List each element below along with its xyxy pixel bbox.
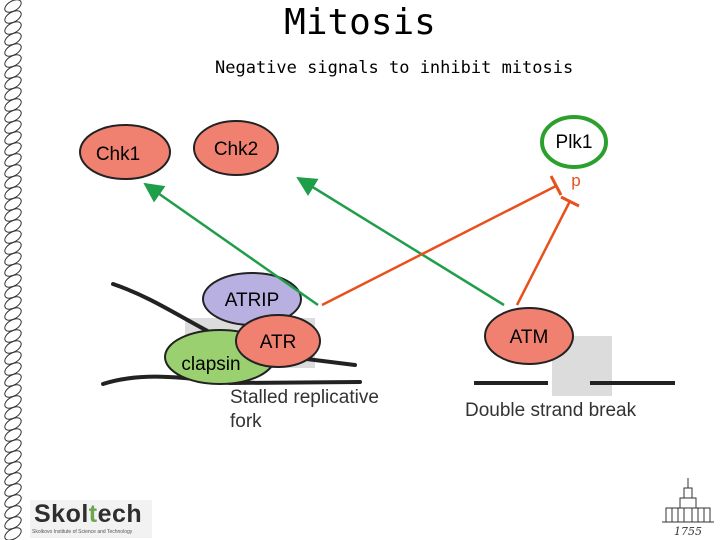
border-loop [4, 274, 22, 288]
logo-tagline: Skolkovo Institute of Science and Techno… [32, 529, 133, 535]
border-loop [4, 32, 22, 46]
border-loop [4, 208, 22, 222]
border-loop [4, 373, 22, 387]
border-loop [4, 10, 22, 24]
border-loop [4, 428, 22, 442]
border-loop [4, 186, 22, 200]
border-loop [4, 417, 22, 431]
logo-accent: t [88, 500, 98, 528]
border-loop [4, 406, 22, 420]
border-loop [4, 329, 22, 343]
atrip-node: ATRIP [202, 272, 302, 326]
border-loop [4, 483, 22, 497]
border-loop [4, 241, 22, 255]
border-loop [4, 527, 22, 540]
border-loop [4, 516, 22, 530]
atrip-label: ATRIP [225, 290, 280, 311]
border-loop [4, 439, 22, 453]
plk1-label: Plk1 [556, 132, 593, 153]
border-loop [4, 43, 22, 57]
logo-wordmark: Skoltech [34, 500, 142, 529]
emblem-year: 1755 [674, 525, 702, 538]
border-loop [4, 153, 22, 167]
atm-label: ATM [510, 327, 549, 348]
border-loop [4, 76, 22, 90]
logo-prefix: Skol [34, 500, 89, 528]
university-emblem: 1755 [662, 478, 714, 538]
border-loop [4, 21, 22, 35]
chk1-label: Chk1 [96, 144, 140, 165]
border-loop [4, 175, 22, 189]
stalled-fork-label-line1: Stalled replicative [230, 387, 379, 408]
border-loop [4, 252, 22, 266]
inhibition-bar-atr [549, 175, 563, 196]
border-loop [4, 54, 22, 68]
border-loop [4, 318, 22, 332]
border-loop [4, 472, 22, 486]
border-loop [4, 450, 22, 464]
border-loop [4, 307, 22, 321]
plk1-node: Plk1 [540, 115, 608, 169]
border-loop [4, 120, 22, 134]
border-loop [4, 494, 22, 508]
page-subtitle: Negative signals to inhibit mitosis [215, 58, 574, 78]
border-loop [4, 131, 22, 145]
border-loop [4, 197, 22, 211]
border-loop [4, 461, 22, 475]
double-strand-break-label: Double strand break [465, 400, 637, 421]
atr-label: ATR [260, 332, 297, 353]
border-loop [4, 384, 22, 398]
border-loop [4, 219, 22, 233]
skoltech-logo: Skoltech Skolkovo Institute of Science a… [30, 500, 152, 538]
border-loop [4, 109, 22, 123]
inhibition-arrow-atm-to-plk1 [515, 200, 572, 306]
chk2-node: Chk2 [193, 120, 279, 176]
phosphorylation-label: p [571, 171, 580, 190]
border-loop [4, 362, 22, 376]
border-loop [4, 65, 22, 79]
border-loop [4, 87, 22, 101]
chk2-label: Chk2 [214, 139, 258, 160]
inhibition-bar-atm [560, 195, 580, 208]
chk1-node: Chk1 [79, 124, 171, 180]
inhibition-arrow-atr-to-plk1 [321, 184, 557, 307]
border-loop [4, 0, 22, 13]
page-title: Mitosis [284, 2, 436, 43]
border-loop [4, 505, 22, 519]
border-loop [4, 263, 22, 277]
atm-node: ATM [484, 307, 574, 365]
border-loop [4, 351, 22, 365]
logo-suffix: ech [97, 500, 143, 528]
border-loop [4, 164, 22, 178]
border-loop [4, 296, 22, 310]
clapsin-label: clapsin [181, 354, 240, 375]
activation-arrow-to-chk2 [296, 176, 505, 307]
border-loop [4, 142, 22, 156]
border-loop [4, 395, 22, 409]
border-loop [4, 230, 22, 244]
atr-node: ATR [235, 314, 321, 368]
border-loop [4, 340, 22, 354]
decorative-border [4, 0, 22, 540]
border-loop [4, 285, 22, 299]
border-loop [4, 98, 22, 112]
stalled-fork-label-line2: fork [230, 411, 262, 432]
activation-arrow-to-chk1 [143, 182, 319, 307]
